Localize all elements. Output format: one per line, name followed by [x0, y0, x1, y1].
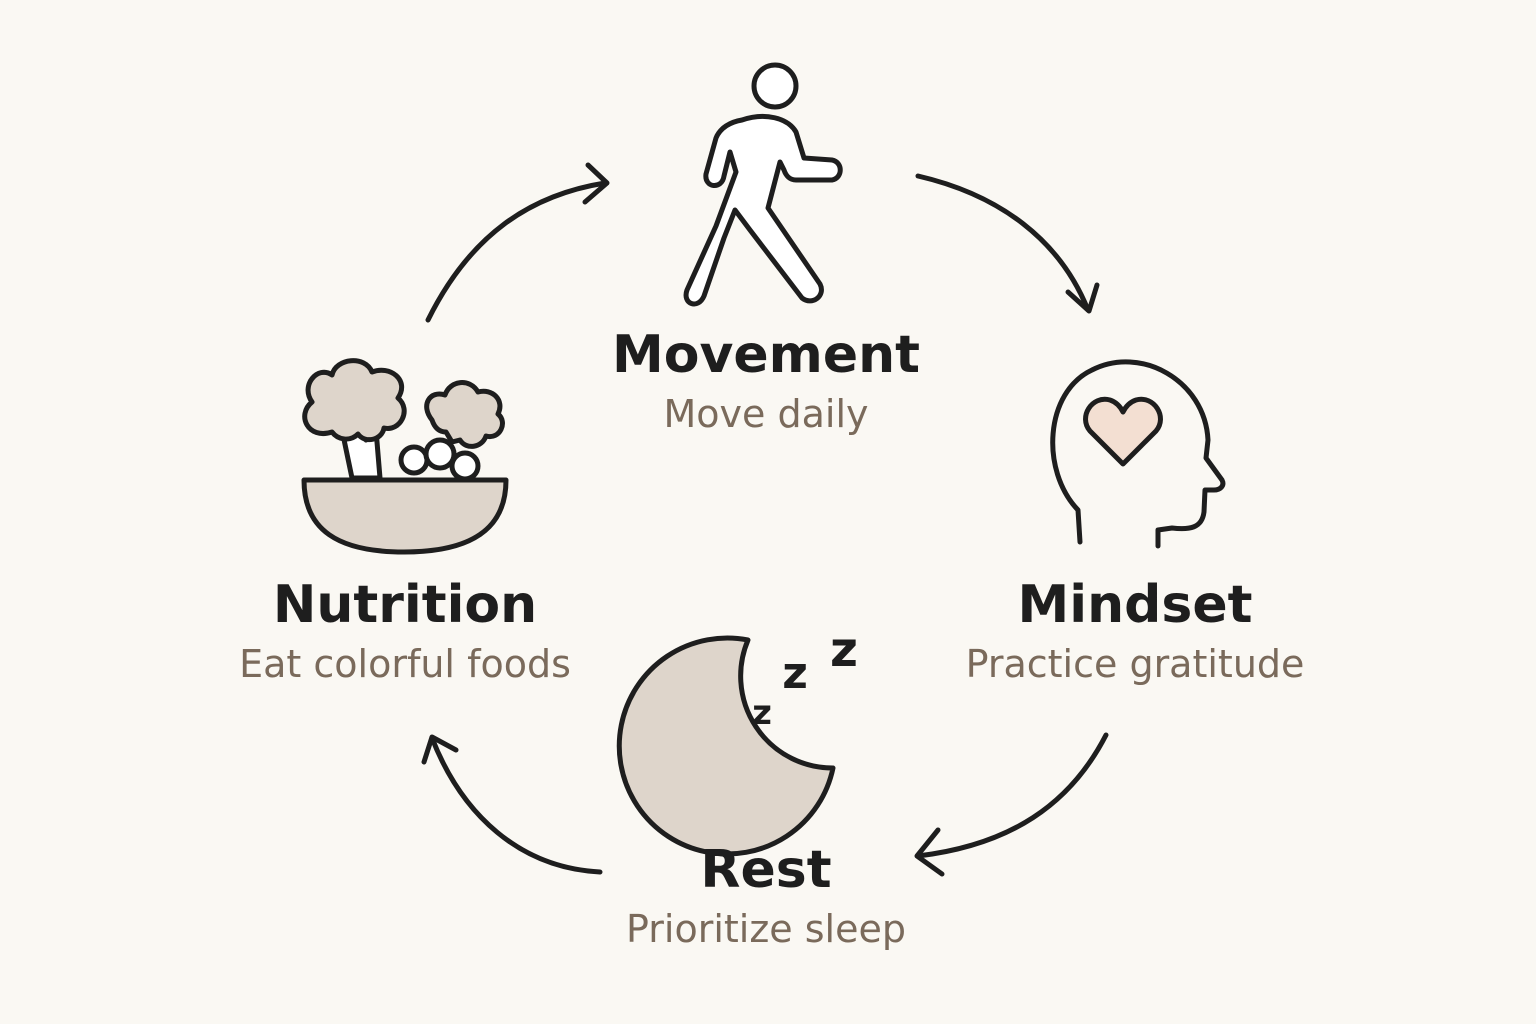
- stage-rest: Rest Prioritize sleep: [626, 840, 906, 952]
- broccoli-icon: [302, 358, 407, 443]
- broccoli-icon-small: [424, 380, 505, 449]
- arrow-movement-to-mindset: [915, 173, 1100, 314]
- stage-subtitle: Eat colorful foods: [239, 642, 571, 686]
- arrow-rest-to-nutrition: [421, 734, 603, 875]
- moon-icon: [616, 635, 836, 857]
- stage-subtitle: Move daily: [663, 392, 869, 436]
- sleep-z-medium: z: [782, 648, 808, 699]
- sleep-z-large: z: [830, 622, 858, 678]
- sleep-z-small: z: [752, 693, 772, 733]
- stage-movement: Movement Move daily: [612, 325, 920, 437]
- stage-subtitle: Practice gratitude: [965, 642, 1305, 686]
- walking-person-icon: [683, 62, 843, 307]
- heart-icon: [1083, 396, 1163, 467]
- bowl-icon: [301, 477, 509, 555]
- pea-icon-2: [423, 437, 457, 471]
- moon-sleep-icon: z z z: [616, 622, 858, 857]
- stage-nutrition: Nutrition Eat colorful foods: [239, 575, 571, 687]
- stage-title: Nutrition: [272, 575, 538, 635]
- pea-icon: [398, 444, 430, 476]
- arrow-mindset-to-rest: [914, 732, 1109, 877]
- head-heart-icon: [1050, 359, 1226, 549]
- arrow-nutrition-to-movement: [425, 162, 610, 323]
- pea-icon-3: [449, 450, 481, 482]
- salad-bowl-icon: [301, 358, 509, 555]
- stage-mindset: Mindset Practice gratitude: [966, 575, 1305, 687]
- stage-title: Movement: [612, 325, 920, 385]
- stage-title: Rest: [700, 840, 832, 900]
- stage-subtitle: Prioritize sleep: [626, 907, 906, 951]
- stage-title: Mindset: [1017, 575, 1253, 635]
